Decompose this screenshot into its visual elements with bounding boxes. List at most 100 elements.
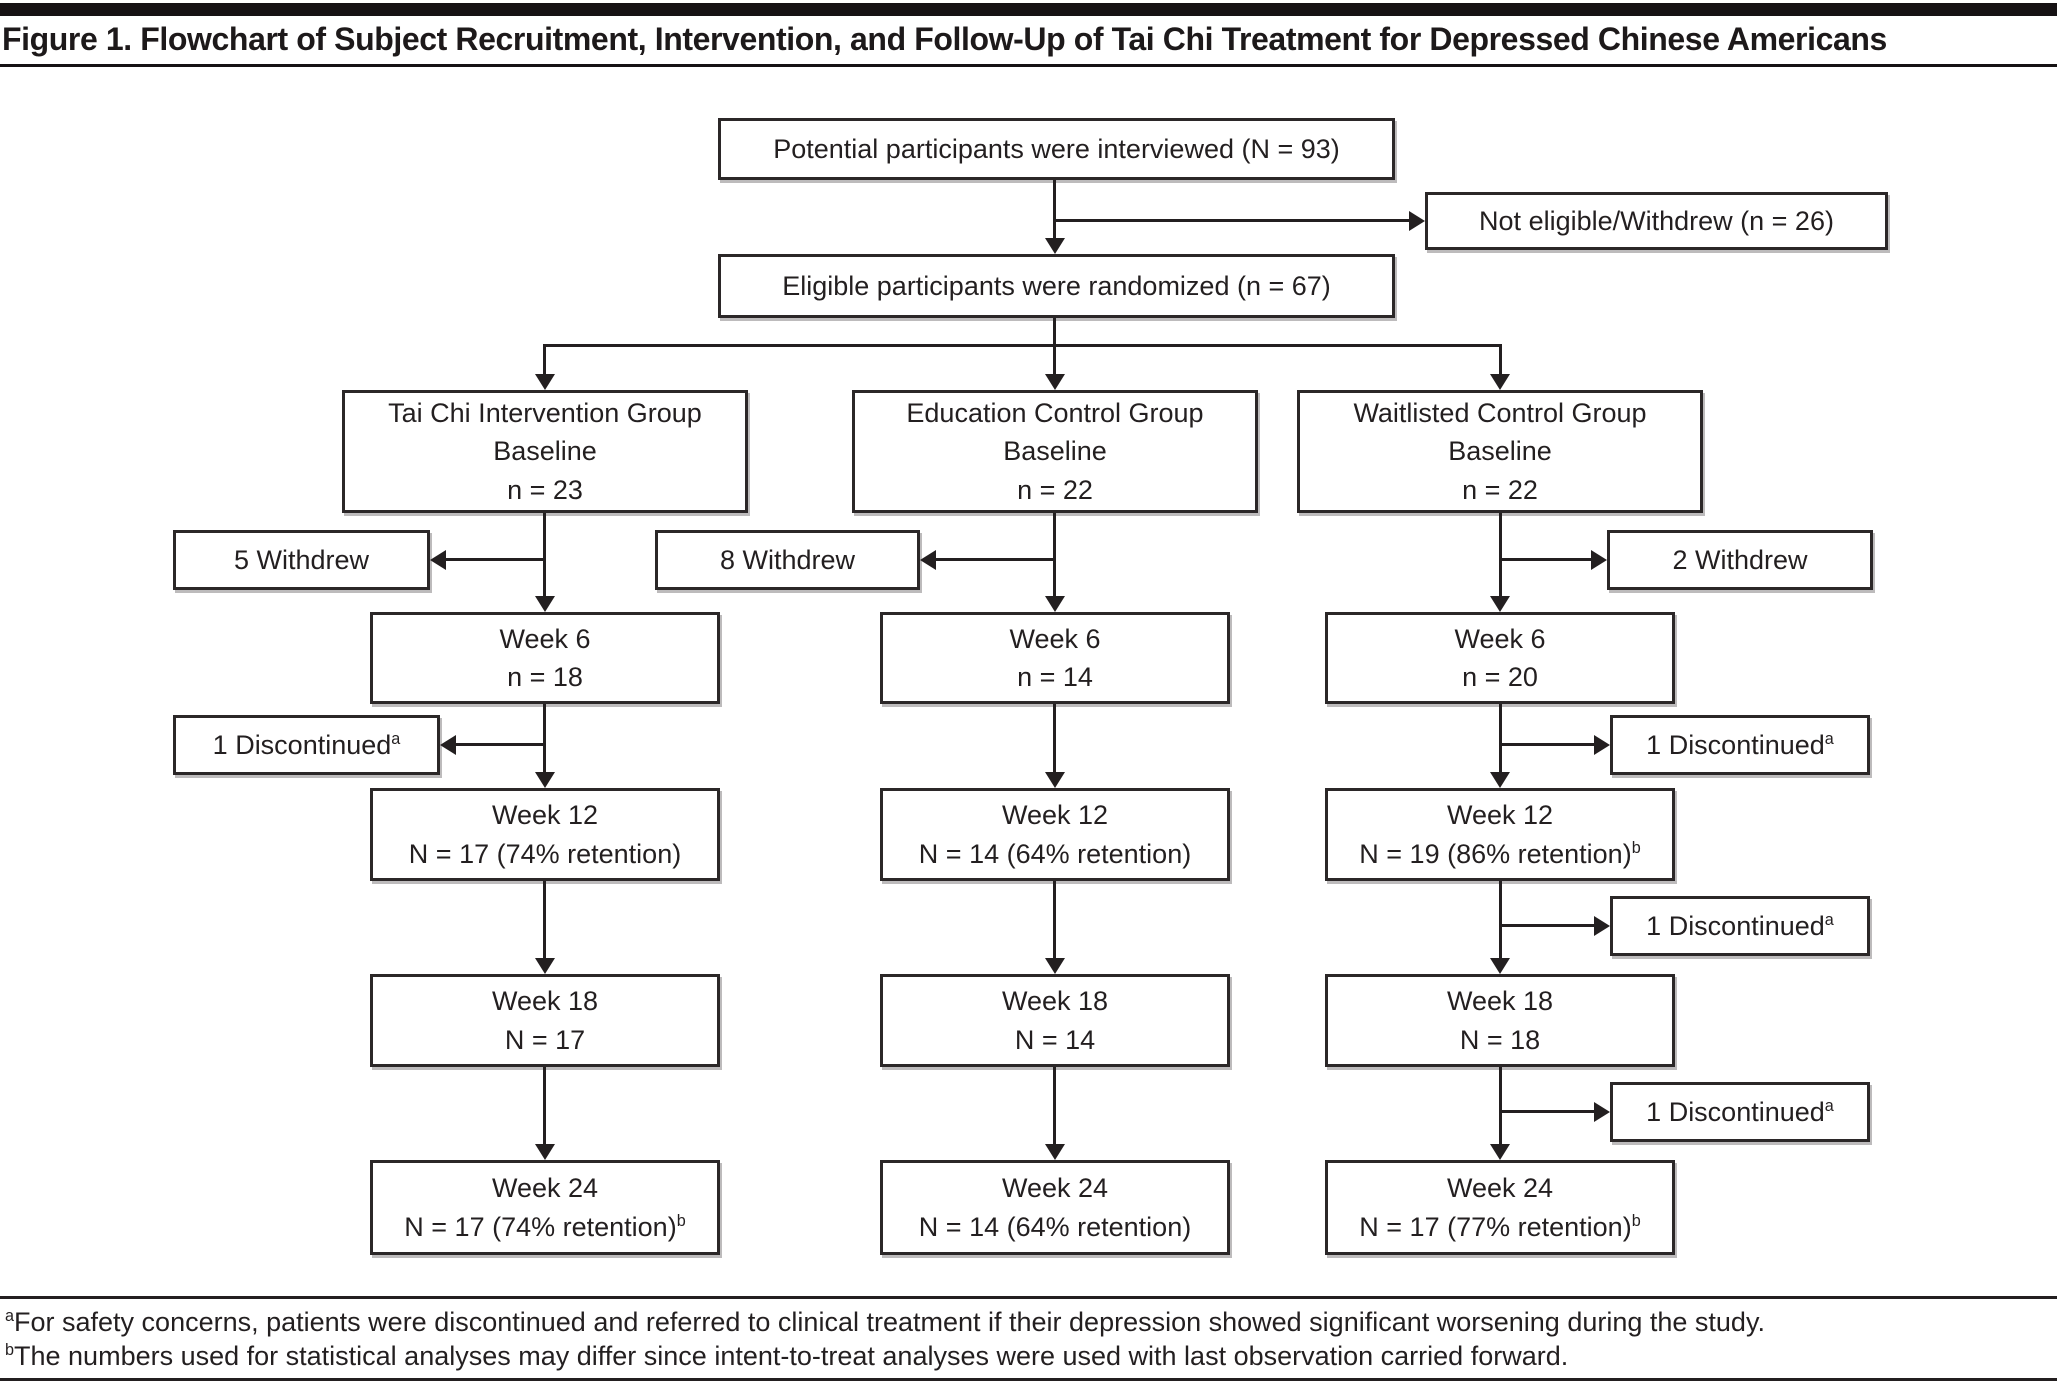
connector-hline <box>456 743 544 746</box>
week-label: Week 6 <box>1454 623 1546 654</box>
footnote-marker-a: a <box>1824 729 1834 748</box>
arrowhead-right <box>1594 916 1610 936</box>
box-taichi-baseline: Tai Chi Intervention Group Baseline n = … <box>342 390 748 513</box>
title-rule <box>0 64 2057 67</box>
box-education-week18: Week 18 N = 14 <box>880 974 1230 1067</box>
connector-vline <box>543 881 546 958</box>
group-phase: Baseline <box>1448 436 1552 467</box>
footnote-a-text: For safety concerns, patients were disco… <box>14 1307 1765 1337</box>
week-label: Week 18 <box>1001 986 1109 1017</box>
discontinued-label: 1 Discontinued <box>1646 1096 1825 1127</box>
arrowhead-down <box>535 1144 555 1160</box>
week-n-wrap: N = 17 (77% retention)b <box>1359 1208 1640 1246</box>
discontinued-text: 1 Discontinueda <box>1646 726 1834 764</box>
footnote-marker-b: b <box>676 1211 686 1230</box>
footnote-b-text: The numbers used for statistical analyse… <box>14 1341 1569 1371</box>
week-label: Week 24 <box>491 1173 599 1204</box>
footnote-a: aFor safety concerns, patients were disc… <box>5 1306 1765 1338</box>
box-taichi-week12: Week 12 N = 17 (74% retention) <box>370 788 720 881</box>
arrowhead-down <box>1490 596 1510 612</box>
group-name: Education Control Group <box>906 398 1204 428</box>
week-label: Week 18 <box>491 986 599 1017</box>
footnote-marker-a: a <box>391 729 401 748</box>
group-n: n = 22 <box>1017 474 1093 505</box>
arrowhead-down <box>1045 772 1065 788</box>
week-label: Week 24 <box>1446 1173 1554 1204</box>
arrowhead-left <box>920 550 936 570</box>
connector-hline <box>1502 924 1594 927</box>
figure-title: Figure 1. Flowchart of Subject Recruitme… <box>2 21 1887 57</box>
arrowhead-down <box>1045 596 1065 612</box>
week-n: N = 17 (74% retention) <box>404 1211 677 1242</box>
arrowhead-left <box>440 735 456 755</box>
connector-hline <box>1502 558 1591 561</box>
connector-vline <box>1499 704 1502 772</box>
footnote-marker-a: a <box>1824 910 1834 929</box>
arrowhead-down <box>535 958 555 974</box>
connector-vline <box>543 704 546 772</box>
connector-vline <box>543 513 546 596</box>
arrowhead-right <box>1409 211 1425 231</box>
footnote-marker-a: a <box>1824 1096 1834 1115</box>
connector-vline <box>543 344 546 375</box>
connector-vline <box>1053 704 1056 772</box>
connector-vline <box>1053 180 1056 240</box>
box-taichi-week24: Week 24 N = 17 (74% retention)b <box>370 1160 720 1255</box>
discontinued-label: 1 Discontinued <box>212 729 392 760</box>
box-waitlist-week24: Week 24 N = 17 (77% retention)b <box>1325 1160 1675 1255</box>
box-waitlist-withdrew: 2 Withdrew <box>1607 530 1873 590</box>
week-n: N = 17 (77% retention) <box>1359 1211 1632 1242</box>
box-interviewed-text: Potential participants were interviewed … <box>773 133 1340 164</box>
connector-vline <box>1499 513 1502 596</box>
footnote-rule-bottom <box>0 1378 2057 1381</box>
week-n-wrap: N = 19 (86% retention)b <box>1359 835 1640 873</box>
box-waitlist-week18: Week 18 N = 18 <box>1325 974 1675 1067</box>
discontinued-text: 1 Discontinueda <box>1646 1093 1834 1131</box>
footnote-marker-b: b <box>1631 1211 1641 1230</box>
withdrew-text: 8 Withdrew <box>719 544 856 575</box>
connector-vline <box>1053 513 1056 596</box>
box-waitlist-discontinued-1: 1 Discontinueda <box>1610 715 1870 775</box>
week-n: N = 18 <box>1459 1024 1541 1055</box>
footnote-marker-b: b <box>1631 838 1641 857</box>
connector-vline <box>1499 344 1502 375</box>
box-education-withdrew: 8 Withdrew <box>655 530 920 590</box>
footnote-a-marker: a <box>5 1307 15 1325</box>
group-phase: Baseline <box>493 436 597 467</box>
connector-vline <box>1499 1067 1502 1144</box>
arrowhead-down <box>1490 958 1510 974</box>
box-waitlist-baseline: Waitlisted Control Group Baseline n = 22 <box>1297 390 1703 513</box>
box-education-baseline: Education Control Group Baseline n = 22 <box>852 390 1258 513</box>
connector-vline <box>543 1067 546 1144</box>
discontinued-text: 1 Discontinueda <box>213 726 401 764</box>
box-taichi-discontinued: 1 Discontinueda <box>173 715 440 775</box>
week-n: N = 17 (74% retention) <box>408 838 682 869</box>
connector-hline <box>1502 743 1594 746</box>
connector-vline <box>1053 1067 1056 1144</box>
week-n: n = 14 <box>1017 662 1093 692</box>
week-n-wrap: N = 17 (74% retention)b <box>404 1208 685 1246</box>
withdrew-text: 2 Withdrew <box>1672 544 1808 575</box>
box-taichi-withdrew: 5 Withdrew <box>173 530 430 590</box>
week-n: n = 20 <box>1462 662 1538 692</box>
arrowhead-right <box>1591 550 1607 570</box>
discontinued-text: 1 Discontinueda <box>1646 907 1834 945</box>
box-waitlist-discontinued-3: 1 Discontinueda <box>1610 1082 1870 1142</box>
connector-vline <box>1499 881 1502 958</box>
box-waitlist-discontinued-2: 1 Discontinueda <box>1610 896 1870 956</box>
week-label: Week 6 <box>499 623 591 654</box>
box-waitlist-week12: Week 12 N = 19 (86% retention)b <box>1325 788 1675 881</box>
footnote-b: bThe numbers used for statistical analys… <box>5 1340 1568 1372</box>
arrowhead-left <box>430 550 446 570</box>
week-label: Week 12 <box>1001 800 1109 831</box>
arrowhead-down <box>535 596 555 612</box>
discontinued-label: 1 Discontinued <box>1646 729 1825 760</box>
week-label: Week 24 <box>1001 1173 1109 1204</box>
week-n: N = 19 (86% retention) <box>1359 838 1632 869</box>
box-education-week24: Week 24 N = 14 (64% retention) <box>880 1160 1230 1255</box>
group-name: Waitlisted Control Group <box>1353 398 1647 428</box>
arrowhead-down <box>1490 374 1510 390</box>
box-randomized: Eligible participants were randomized (n… <box>718 254 1395 318</box>
connector-hline <box>936 558 1054 561</box>
